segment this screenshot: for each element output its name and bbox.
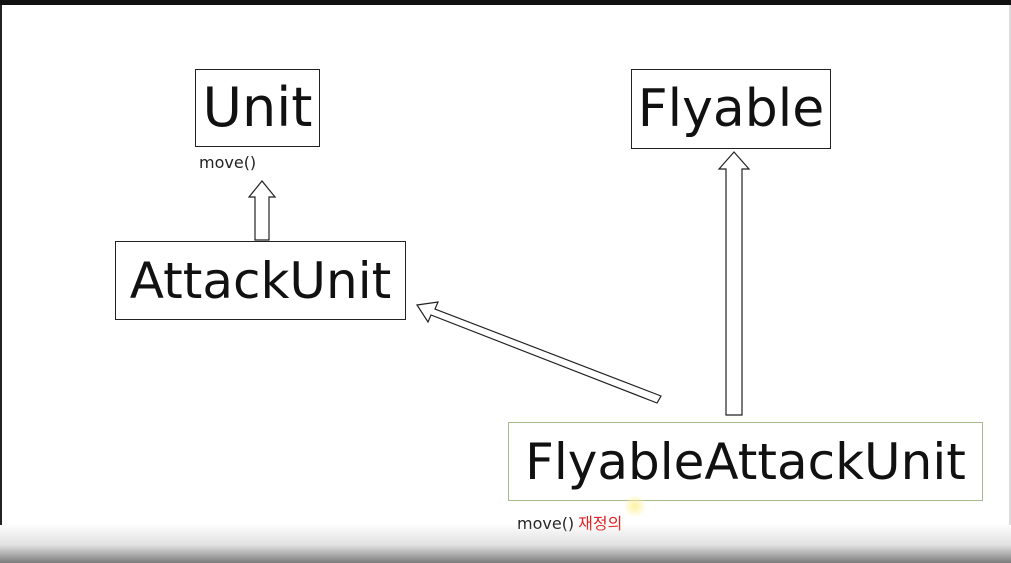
class-name-flyable-attack-unit: FlyableAttackUnit xyxy=(525,432,966,491)
right-edge-bar xyxy=(1009,5,1011,525)
class-name-attackunit: AttackUnit xyxy=(129,251,392,310)
class-box-unit: Unit xyxy=(195,69,320,147)
left-edge-bar xyxy=(0,5,2,525)
override-label: 재정의 xyxy=(578,514,623,533)
class-name-unit: Unit xyxy=(202,76,313,139)
cursor-highlight xyxy=(625,496,645,516)
unit-method-note: move() xyxy=(199,153,257,172)
fau-method-note: move()재정의 xyxy=(517,510,622,534)
class-box-attackunit: AttackUnit xyxy=(115,241,406,320)
top-edge-bar xyxy=(0,0,1011,5)
arrow-fau-to-flyable xyxy=(717,151,751,416)
arrow-fau-to-attackunit xyxy=(415,301,662,404)
class-box-flyable: Flyable xyxy=(631,69,831,149)
fau-method-name: move() xyxy=(517,514,575,533)
class-name-flyable: Flyable xyxy=(637,79,825,139)
arrow-attackunit-to-unit xyxy=(247,180,277,241)
class-box-flyable-attack-unit: FlyableAttackUnit xyxy=(508,422,983,501)
